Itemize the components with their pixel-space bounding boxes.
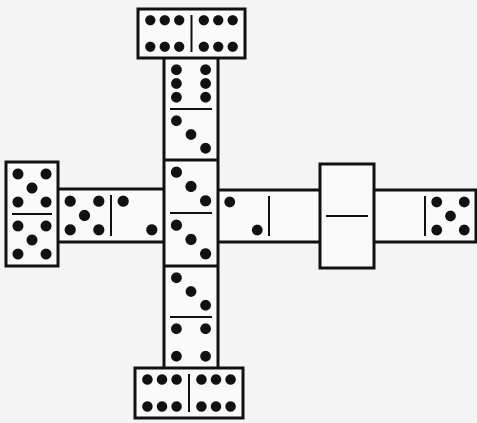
domino-pip bbox=[79, 210, 90, 221]
domino-pip bbox=[142, 374, 153, 385]
domino-pip bbox=[41, 221, 52, 232]
domino-pip bbox=[171, 78, 182, 89]
domino-pip bbox=[171, 92, 182, 103]
domino-pip bbox=[200, 323, 211, 334]
domino-pip bbox=[65, 224, 76, 235]
domino-pip bbox=[27, 183, 38, 194]
domino-pip bbox=[213, 15, 223, 25]
domino-right-blank-five bbox=[374, 190, 476, 242]
domino-pip bbox=[171, 115, 182, 126]
domino-pip bbox=[171, 272, 182, 283]
domino-pip bbox=[160, 15, 170, 25]
domino-pip bbox=[157, 401, 168, 412]
domino-pip bbox=[211, 401, 222, 412]
domino-pip bbox=[160, 42, 170, 52]
domino-bottom-double-six bbox=[135, 368, 243, 418]
domino-pip bbox=[200, 78, 211, 89]
domino-top-double-six bbox=[138, 9, 245, 58]
domino-pip bbox=[145, 15, 155, 25]
domino-pip bbox=[145, 42, 155, 52]
domino-pip bbox=[65, 196, 76, 207]
domino-double-blank bbox=[320, 164, 374, 268]
domino-pip bbox=[171, 374, 182, 385]
domino-pip bbox=[199, 42, 209, 52]
domino-pip bbox=[196, 401, 207, 412]
domino-pip bbox=[185, 234, 196, 245]
domino-pip bbox=[459, 225, 470, 236]
domino-pip bbox=[171, 351, 182, 362]
domino-pip bbox=[200, 351, 211, 362]
domino-pip bbox=[93, 224, 104, 235]
domino-pip bbox=[224, 197, 235, 208]
domino-lower-three-four bbox=[164, 266, 218, 368]
domino-pip bbox=[93, 196, 104, 207]
domino-pip bbox=[27, 235, 38, 246]
domino-left-five-two bbox=[58, 189, 164, 242]
domino-pip bbox=[200, 64, 211, 75]
domino-pip bbox=[118, 196, 129, 207]
domino-pip bbox=[174, 42, 184, 52]
domino-pip bbox=[225, 401, 236, 412]
domino-pip bbox=[12, 197, 23, 208]
domino-pip bbox=[142, 401, 153, 412]
domino-pip bbox=[445, 211, 456, 222]
domino-center-three-three bbox=[164, 160, 218, 266]
domino-pip bbox=[211, 374, 222, 385]
domino-pip bbox=[200, 195, 211, 206]
domino-pip bbox=[185, 181, 196, 192]
domino-pip bbox=[252, 225, 263, 236]
domino-pip bbox=[228, 42, 238, 52]
domino-pip bbox=[200, 248, 211, 259]
domino-pip bbox=[171, 64, 182, 75]
domino-pip bbox=[213, 42, 223, 52]
domino-right-two-blank bbox=[218, 190, 320, 242]
domino-pip bbox=[186, 286, 197, 297]
domino-pip bbox=[431, 197, 442, 208]
domino-pip bbox=[171, 220, 182, 231]
domino-pip bbox=[459, 197, 470, 208]
domino-pip bbox=[200, 92, 211, 103]
domino-pip bbox=[196, 374, 207, 385]
domino-pip bbox=[174, 15, 184, 25]
domino-pip bbox=[171, 401, 182, 412]
domino-left-double-five bbox=[6, 162, 58, 266]
domino-pip bbox=[199, 15, 209, 25]
domino-upper-six-three bbox=[164, 58, 218, 160]
domino-pip bbox=[171, 323, 182, 334]
domino-pip bbox=[12, 221, 23, 232]
domino-pip bbox=[228, 15, 238, 25]
domino-pip bbox=[157, 374, 168, 385]
domino-pip bbox=[12, 169, 23, 180]
domino-pip bbox=[225, 374, 236, 385]
domino-pip bbox=[41, 169, 52, 180]
domino-pip bbox=[146, 224, 157, 235]
domino-pip bbox=[431, 225, 442, 236]
domino-pip bbox=[12, 249, 23, 260]
domino-pip bbox=[200, 143, 211, 154]
domino-pip bbox=[41, 249, 52, 260]
domino-pip bbox=[186, 129, 197, 140]
domino-pip bbox=[200, 300, 211, 311]
domino-pip bbox=[171, 167, 182, 178]
domino-pip bbox=[41, 197, 52, 208]
